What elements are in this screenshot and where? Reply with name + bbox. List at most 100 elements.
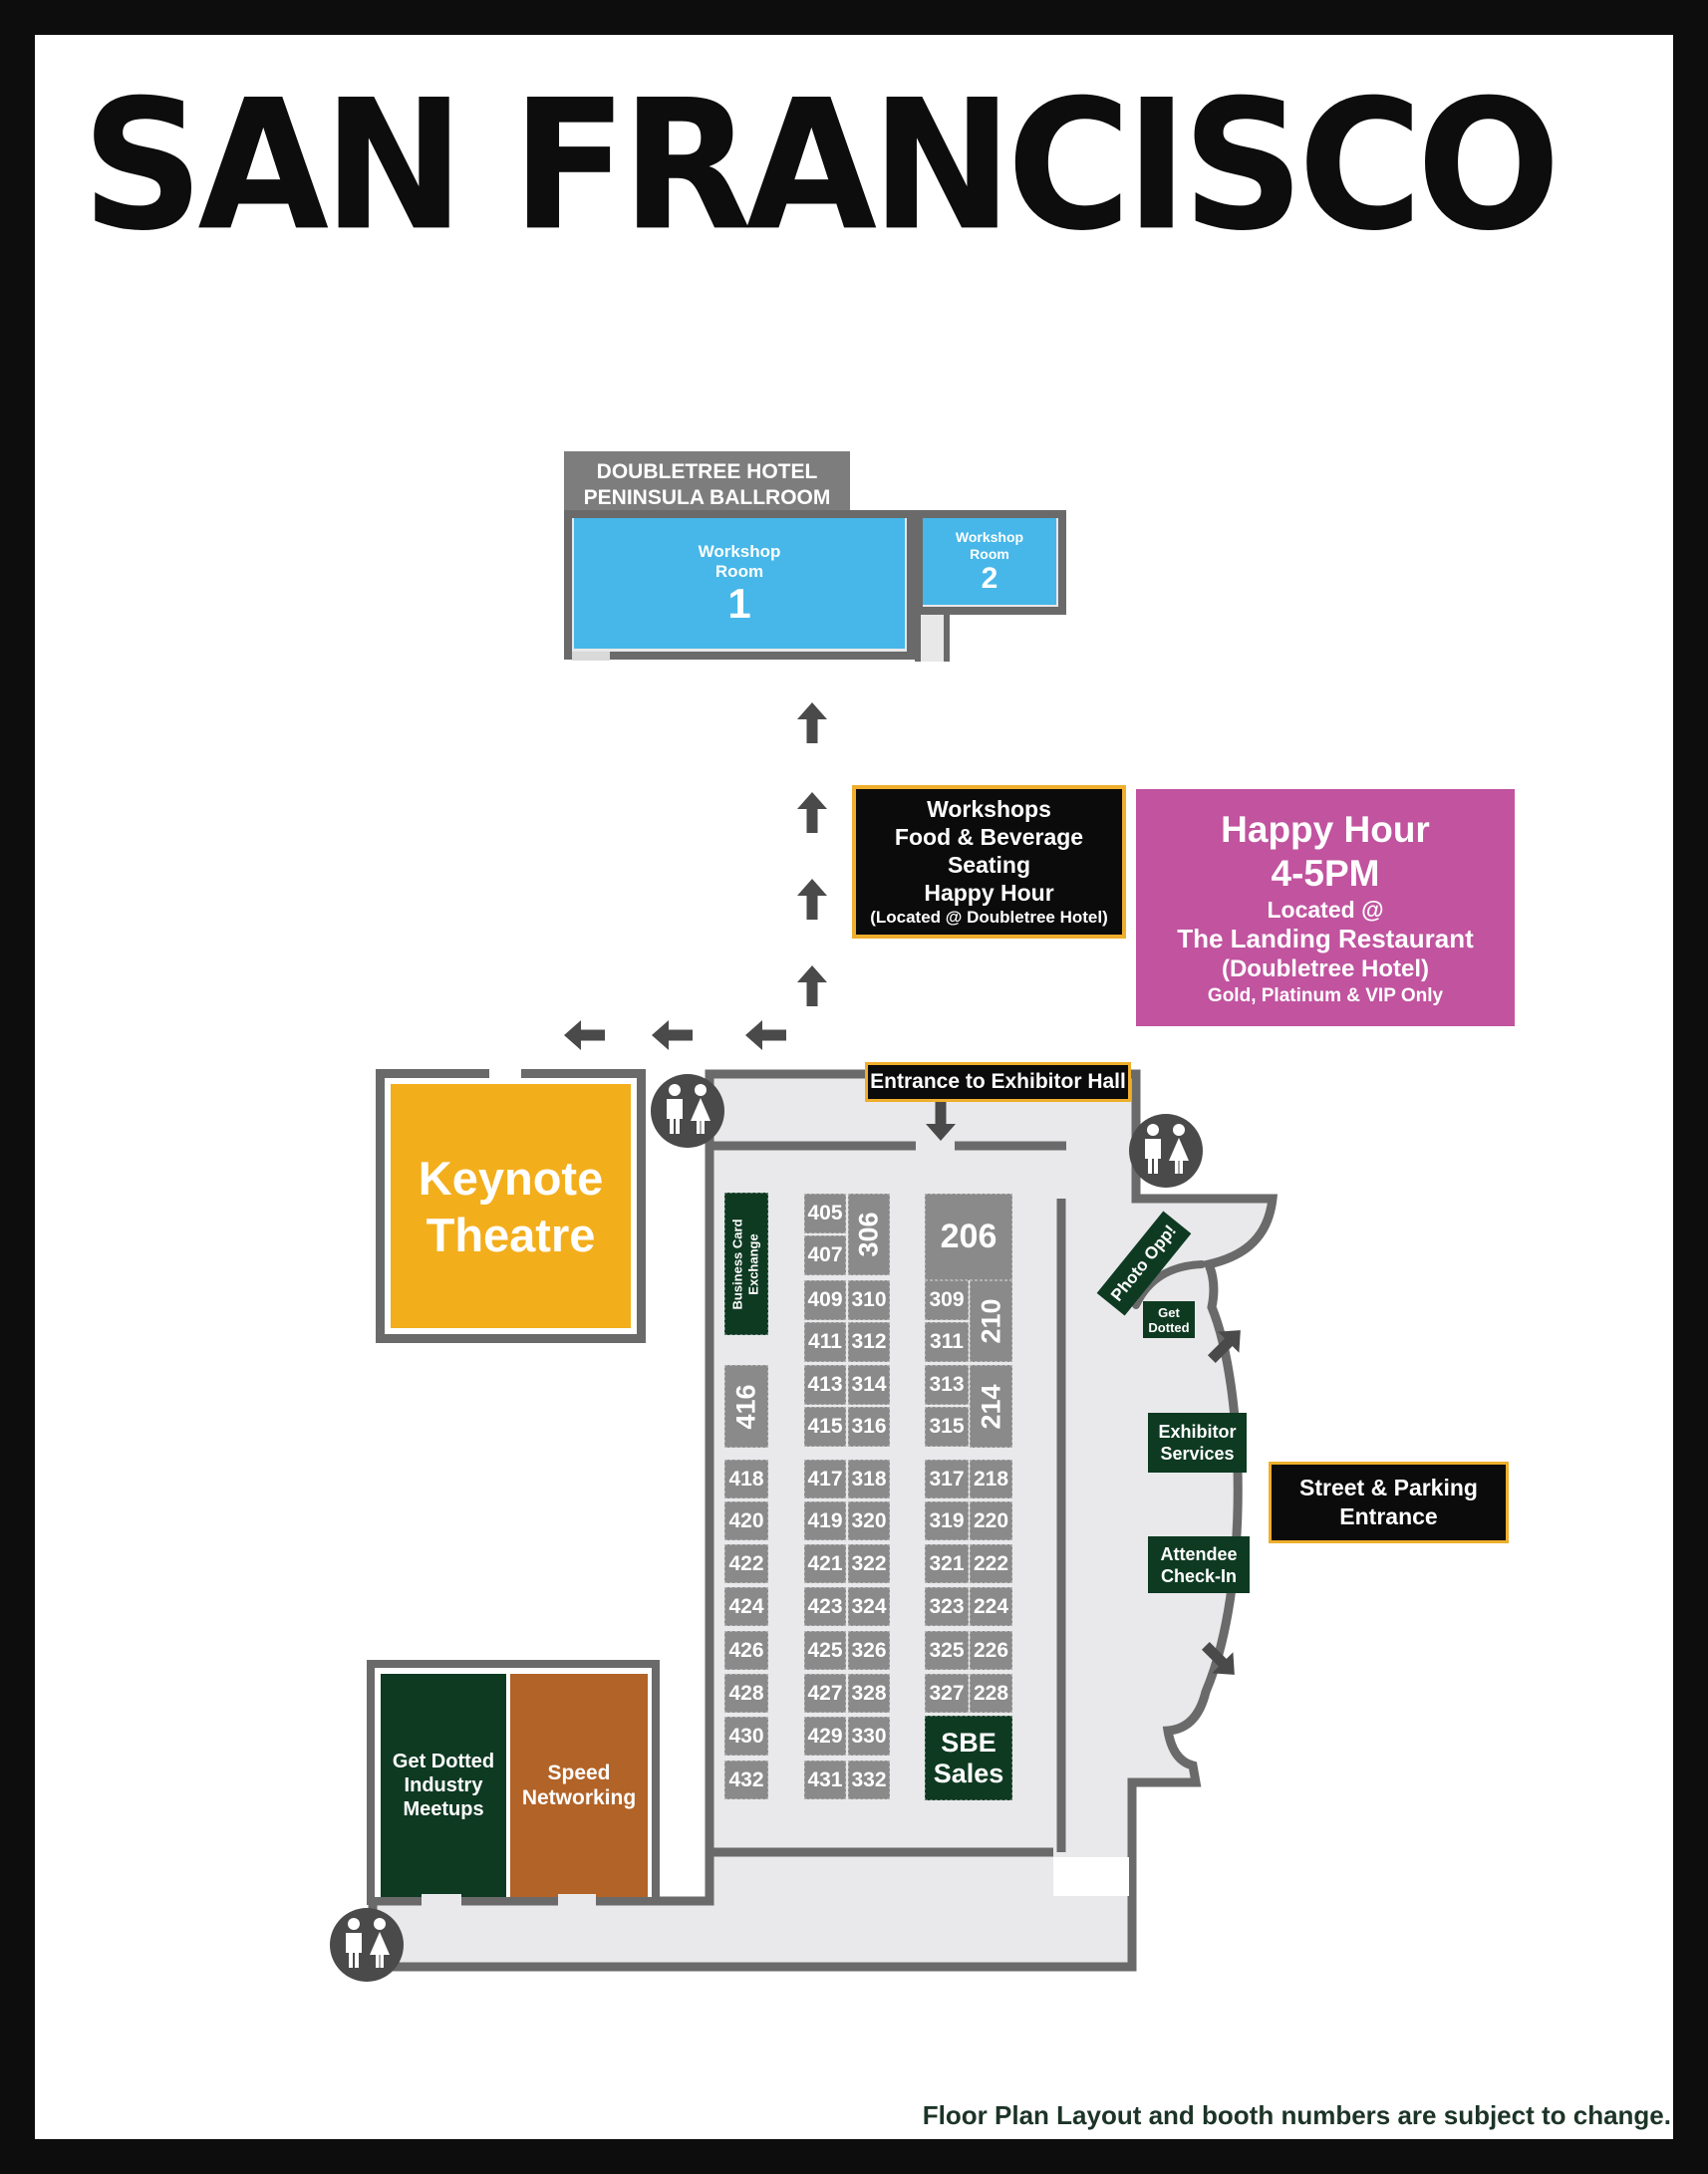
booth-415: 415 — [804, 1407, 846, 1447]
booth-309: 309 — [925, 1280, 969, 1320]
booth-423: 423 — [804, 1587, 846, 1626]
room1-doorway — [572, 652, 610, 661]
attendee-checkin-sign: Attendee Check-In — [1148, 1536, 1250, 1593]
get-dotted-sign: Get Dotted — [1143, 1301, 1195, 1338]
workshops-sign-line2: Food & Beverage — [894, 824, 1084, 850]
get-dotted-line1: Get — [1158, 1304, 1180, 1320]
street-parking-line1: Street & Parking — [1299, 1475, 1478, 1500]
booth-228: 228 — [970, 1674, 1012, 1713]
workshop-room-2: Workshop Room 2 — [923, 518, 1056, 605]
booth-315: 315 — [925, 1407, 969, 1447]
keynote-theatre: Keynote Theatre — [391, 1084, 631, 1328]
booth-431: 431 — [804, 1761, 846, 1799]
booth-210: 210 — [970, 1280, 1012, 1362]
hall-rear-doorway — [1053, 1857, 1129, 1896]
booth-314: 314 — [848, 1365, 890, 1405]
booth-328: 328 — [848, 1674, 890, 1713]
meetups-line3: Meetups — [403, 1798, 484, 1820]
happy-hour-sign: Happy Hour 4-5PM Located @ The Landing R… — [1136, 789, 1515, 1026]
workshops-sign: Workshops Food & Beverage Seating Happy … — [852, 785, 1126, 939]
happy-hour-line6: Gold, Platinum & VIP Only — [1207, 984, 1444, 1006]
booth-430: 430 — [724, 1717, 768, 1756]
get-dotted-line2: Dotted — [1148, 1319, 1190, 1335]
booth-322: 322 — [848, 1544, 890, 1583]
happy-hour-line2: 4-5PM — [1271, 852, 1380, 894]
meetups-line1: Get Dotted — [392, 1751, 495, 1772]
speed-networking-area: Speed Networking — [510, 1674, 648, 1897]
booth-427: 427 — [804, 1674, 846, 1713]
booth-420: 420 — [724, 1501, 768, 1540]
happy-hour-line4: The Landing Restaurant — [1177, 923, 1474, 953]
booth-422: 422 — [724, 1544, 768, 1583]
street-parking-line2: Entrance — [1339, 1503, 1438, 1529]
booth-419: 419 — [804, 1501, 846, 1540]
meetups-line2: Industry — [404, 1774, 483, 1796]
room1-number: 1 — [727, 579, 751, 627]
booth-418: 418 — [724, 1460, 768, 1498]
room2-number: 2 — [981, 561, 998, 595]
booth-310: 310 — [848, 1280, 890, 1320]
booth-222: 222 — [970, 1544, 1012, 1583]
exhibitor-services-line1: Exhibitor — [1158, 1422, 1237, 1442]
booth-316: 316 — [848, 1407, 890, 1447]
keynote-doorway — [489, 1067, 521, 1078]
booth-317: 317 — [925, 1460, 969, 1498]
booth-320: 320 — [848, 1501, 890, 1540]
booth-311: 311 — [925, 1322, 969, 1362]
workshops-sign-note: (Located @ Doubletree Hotel) — [870, 908, 1108, 927]
speed-networking-line2: Networking — [521, 1786, 637, 1809]
booth-312: 312 — [848, 1322, 890, 1362]
interior-walls — [710, 1141, 1066, 1857]
page-title: SAN FRANCISCO — [82, 62, 1561, 271]
booth-426: 426 — [724, 1631, 768, 1670]
meetup-doorway — [422, 1894, 461, 1907]
workshops-sign-line3: Seating — [947, 852, 1031, 878]
ballroom-header-line2: PENINSULA BALLROOM — [583, 485, 831, 509]
booth-323: 323 — [925, 1587, 969, 1626]
room2-label-line1: Workshop — [955, 528, 1024, 545]
booth-206: 206 — [925, 1194, 1012, 1280]
booth-409: 409 — [804, 1280, 846, 1320]
entrance-sign-text: Entrance to Exhibitor Hall — [870, 1070, 1126, 1093]
keynote-line2: Theatre — [426, 1208, 596, 1261]
photo-opp-arch-wall — [1132, 1260, 1206, 1309]
booth-220: 220 — [970, 1501, 1012, 1540]
happy-hour-line5: (Doubletree Hotel) — [1221, 954, 1429, 982]
street-parking-sign: Street & Parking Entrance — [1269, 1462, 1509, 1543]
workshop-room-1: Workshop Room 1 — [574, 518, 905, 649]
booth-326: 326 — [848, 1631, 890, 1670]
booth-321: 321 — [925, 1544, 969, 1583]
booth-226: 226 — [970, 1631, 1012, 1670]
booth-413: 413 — [804, 1365, 846, 1405]
speed-networking-line1: Speed — [547, 1762, 611, 1784]
industry-meetups-area: Get Dotted Industry Meetups — [381, 1674, 506, 1897]
booth-429: 429 — [804, 1717, 846, 1756]
booth-411: 411 — [804, 1322, 846, 1362]
footer-disclaimer: Floor Plan Layout and booth numbers are … — [922, 2100, 1671, 2130]
meetup-doorway — [558, 1894, 596, 1907]
booth-417: 417 — [804, 1460, 846, 1498]
booth-318: 318 — [848, 1460, 890, 1498]
entrance-sign: Entrance to Exhibitor Hall — [865, 1062, 1131, 1102]
room1-label-line2: Room — [714, 561, 764, 581]
booth-224: 224 — [970, 1587, 1012, 1626]
keynote-line1: Keynote — [418, 1151, 604, 1205]
booth-424: 424 — [724, 1587, 768, 1626]
booth-330: 330 — [848, 1717, 890, 1756]
room2-label-line2: Room — [970, 545, 1009, 562]
booth-428: 428 — [724, 1674, 768, 1713]
booth-218: 218 — [970, 1460, 1012, 1498]
ballroom-header-line1: DOUBLETREE HOTEL — [596, 459, 818, 483]
booth-416: 416 — [724, 1365, 768, 1448]
booth-332: 332 — [848, 1761, 890, 1799]
workshops-sign-line4: Happy Hour — [924, 880, 1054, 906]
ballroom-header: DOUBLETREE HOTEL PENINSULA BALLROOM — [564, 451, 850, 514]
booth-327: 327 — [925, 1674, 969, 1713]
room2-corridor — [915, 615, 950, 662]
booth-319: 319 — [925, 1501, 969, 1540]
booth-425: 425 — [804, 1631, 846, 1670]
